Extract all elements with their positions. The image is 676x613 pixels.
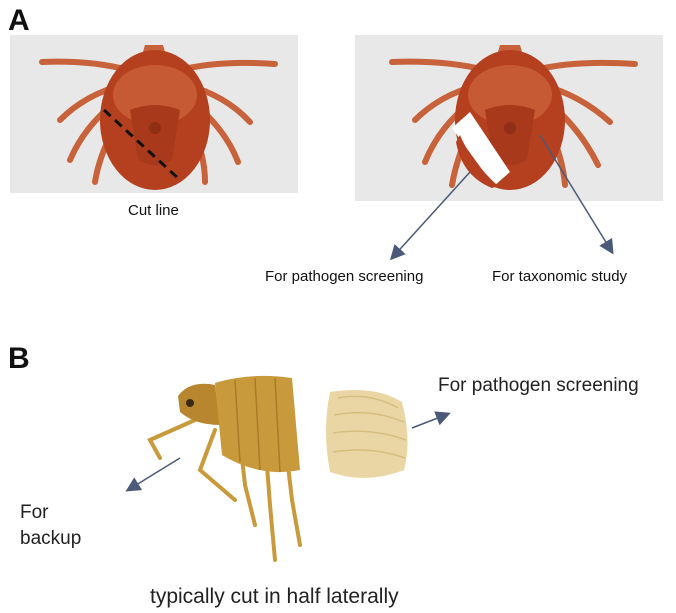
arrow-backup-b [128,458,180,490]
backup-caption-line1: For [20,502,49,524]
arrow-taxonomy-a [540,135,612,252]
pathogen-screening-caption-b: For pathogen screening [438,375,639,397]
arrow-pathogen-b [412,414,448,428]
flea-image [150,376,408,560]
cut-line-caption: Cut line [128,202,179,219]
left-tick-image [42,45,275,190]
taxonomic-study-caption: For taxonomic study [492,268,627,285]
arrow-pathogen-a [392,172,470,258]
bottom-caption: typically cut in half laterally [150,585,399,609]
pathogen-screening-caption-a: For pathogen screening [265,268,423,285]
backup-caption-line2: backup [20,528,81,550]
right-tick-image [392,45,635,190]
